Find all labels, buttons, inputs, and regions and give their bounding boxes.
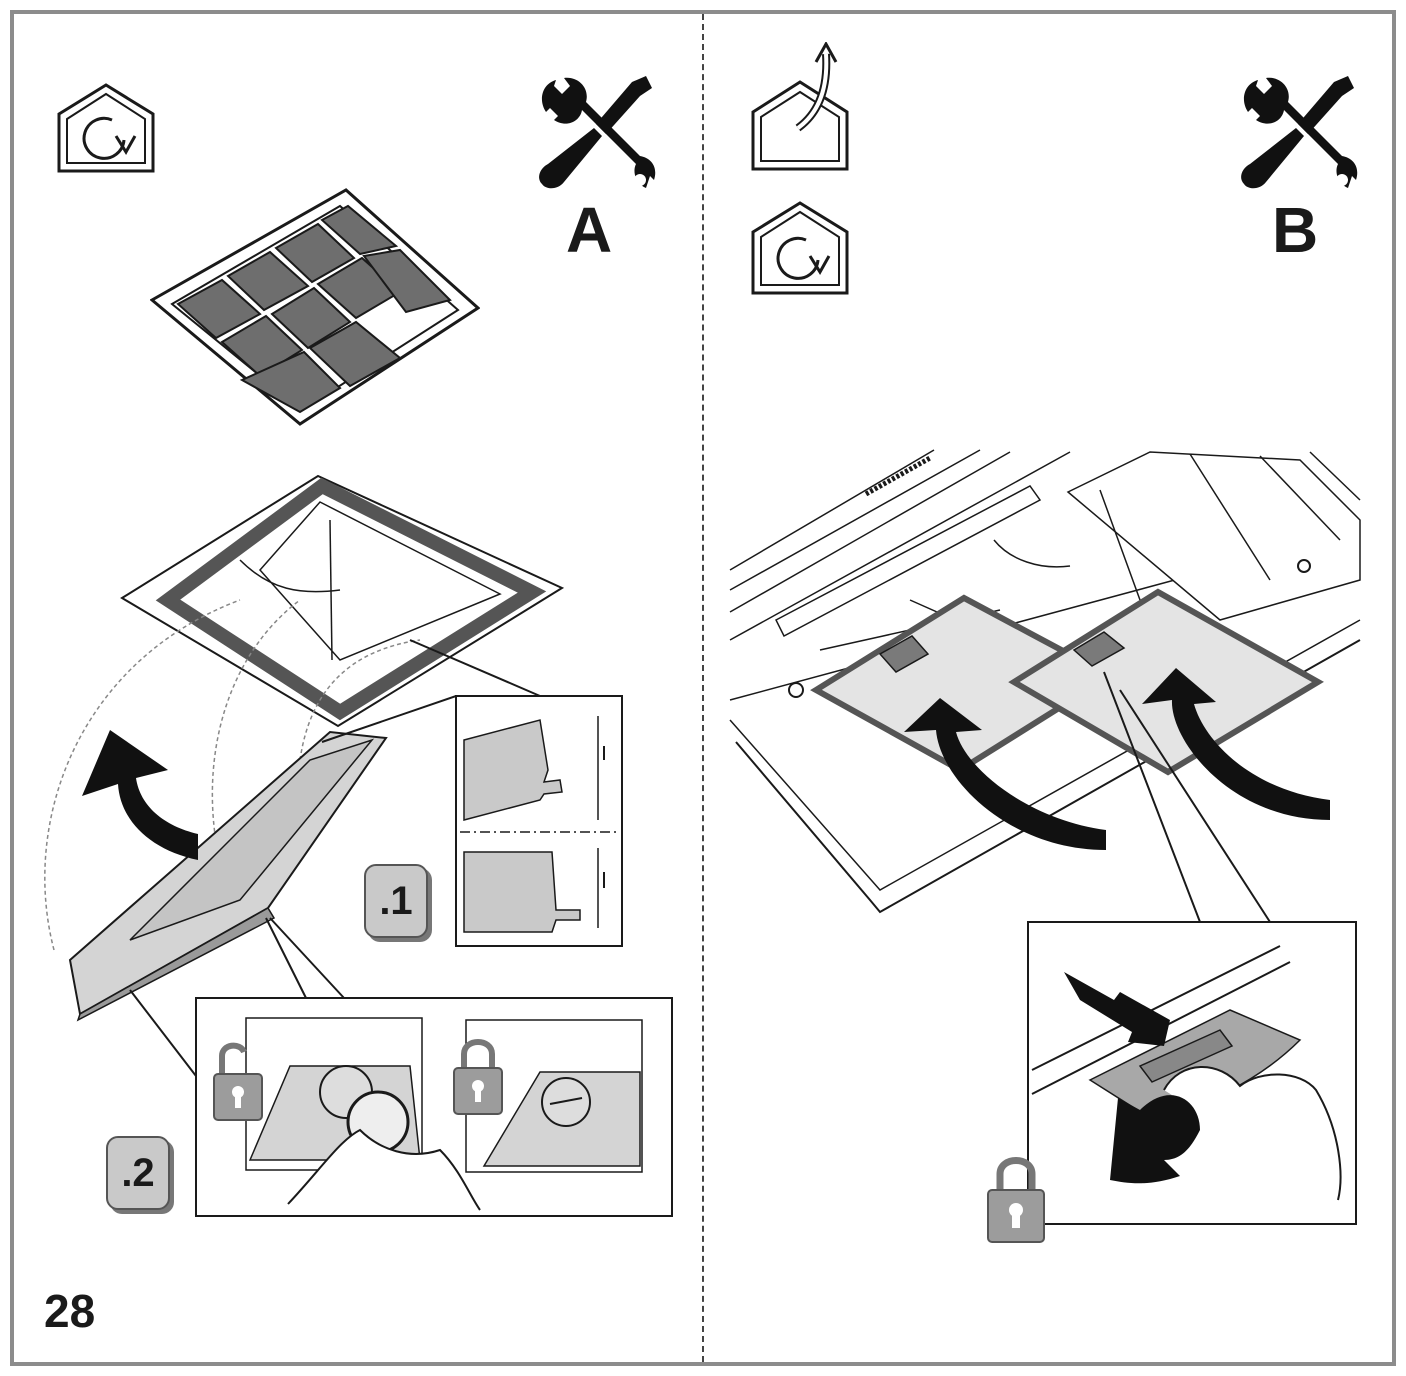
padlock-closed-icon	[987, 1157, 1045, 1243]
page-number: 28	[44, 1285, 96, 1337]
panel-divider	[702, 14, 704, 1362]
section-letter-b: B	[1272, 194, 1319, 266]
section-letter-a: A	[566, 194, 613, 266]
charcoal-filter	[150, 188, 480, 426]
step-badge-2: .2	[106, 1136, 170, 1210]
house-recirculation-icon	[57, 83, 155, 173]
step-badge-1: .1	[364, 864, 428, 938]
house-extraction-icon	[751, 42, 849, 171]
page-frame	[10, 10, 1396, 1366]
wrench-screwdriver-icon	[539, 76, 656, 189]
padlock-closed-icon	[453, 1039, 503, 1115]
wrench-screwdriver-icon	[1241, 76, 1358, 189]
padlock-open-icon	[213, 1042, 263, 1121]
house-recirculation-icon	[751, 201, 849, 295]
